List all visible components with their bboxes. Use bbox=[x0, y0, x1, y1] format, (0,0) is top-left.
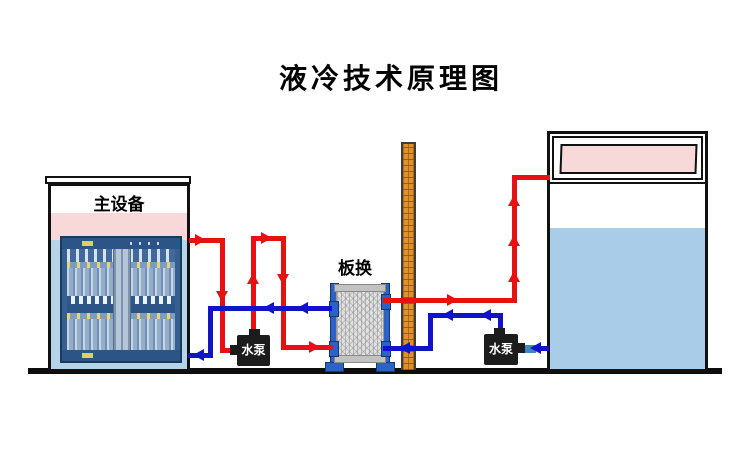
cold-pipe-drop bbox=[428, 313, 433, 351]
secondary-pump-label: 水泵 bbox=[488, 342, 513, 356]
secondary-pump: 水泵 bbox=[484, 334, 518, 365]
primary-pump-left-nub bbox=[230, 345, 239, 355]
exchanger-foot-left bbox=[325, 362, 344, 372]
ground-line bbox=[28, 368, 722, 374]
plate-exchanger-label: 板换 bbox=[338, 259, 372, 278]
cold-flow-arrow-left bbox=[297, 302, 308, 314]
diagram-title: 液冷技术原理图 bbox=[278, 63, 503, 94]
server-equipment bbox=[60, 236, 182, 363]
hot-pipe-pump-up bbox=[251, 238, 256, 332]
exchanger-rail-bottom bbox=[334, 355, 386, 363]
cold-flow-arrow-left bbox=[442, 309, 453, 321]
cooling-tank-divider bbox=[550, 182, 705, 184]
exchanger-plate-stack bbox=[336, 288, 384, 362]
exchanger-rail-top bbox=[334, 284, 386, 292]
hot-pipe-tank-in bbox=[512, 175, 550, 180]
hot-flow-arrow-up bbox=[247, 273, 259, 284]
cold-flow-arrow-left bbox=[399, 342, 410, 354]
server-top-bar bbox=[62, 238, 180, 249]
cold-pipe-pump-up bbox=[498, 313, 503, 336]
cold-pipe-tank-out bbox=[537, 346, 549, 351]
hot-flow-arrow-up bbox=[508, 195, 520, 206]
server-rail-left bbox=[62, 249, 67, 350]
hot-flow-arrow-right bbox=[195, 234, 206, 246]
server-indicator-dots bbox=[130, 242, 166, 245]
hot-flow-arrow-right bbox=[261, 232, 272, 244]
pink-layer bbox=[51, 213, 187, 240]
cold-flow-arrow-left bbox=[193, 349, 204, 361]
server-center-divider bbox=[113, 249, 131, 350]
cooling-tank bbox=[547, 131, 708, 372]
exchanger-foot-right bbox=[376, 362, 395, 372]
server-label-chip bbox=[82, 353, 93, 358]
server-bottom-bar bbox=[62, 350, 180, 361]
cold-flow-arrow-left bbox=[480, 309, 491, 321]
cooling-tank-water bbox=[550, 228, 705, 369]
main-equipment-label: 主设备 bbox=[93, 195, 145, 214]
hot-pipe-to-pump bbox=[220, 348, 236, 353]
primary-pump-label: 水泵 bbox=[241, 343, 266, 357]
hot-pipe-down-2 bbox=[281, 236, 286, 350]
server-rail-right bbox=[175, 249, 180, 350]
cold-flow-arrow-left bbox=[263, 302, 274, 314]
hot-flow-arrow-up bbox=[508, 271, 520, 282]
cold-flow-arrow-left bbox=[530, 342, 541, 354]
server-label-chip bbox=[82, 241, 93, 246]
hot-pipe-cabinet-out bbox=[189, 238, 225, 243]
hot-flow-arrow-up bbox=[508, 235, 520, 246]
cold-pipe-top-right bbox=[428, 313, 503, 318]
cooling-tank-louver bbox=[559, 144, 698, 174]
secondary-pump-top-nub bbox=[494, 328, 505, 336]
hot-flow-arrow-down bbox=[216, 291, 228, 302]
primary-pump: 水泵 bbox=[237, 335, 270, 366]
hot-flow-arrow-down bbox=[277, 274, 289, 285]
primary-pump-top-nub bbox=[249, 329, 260, 337]
cold-pipe-return-down bbox=[208, 306, 213, 358]
hot-flow-arrow-right bbox=[447, 294, 458, 306]
brick-wall bbox=[401, 142, 416, 370]
hot-pipe-to-exchanger bbox=[281, 345, 333, 350]
main-equipment-tank: 主设备 bbox=[48, 183, 190, 372]
hot-flow-arrow-right bbox=[309, 341, 320, 353]
cooling-tank-cap bbox=[552, 136, 703, 180]
secondary-pump-right-nub bbox=[516, 343, 525, 353]
